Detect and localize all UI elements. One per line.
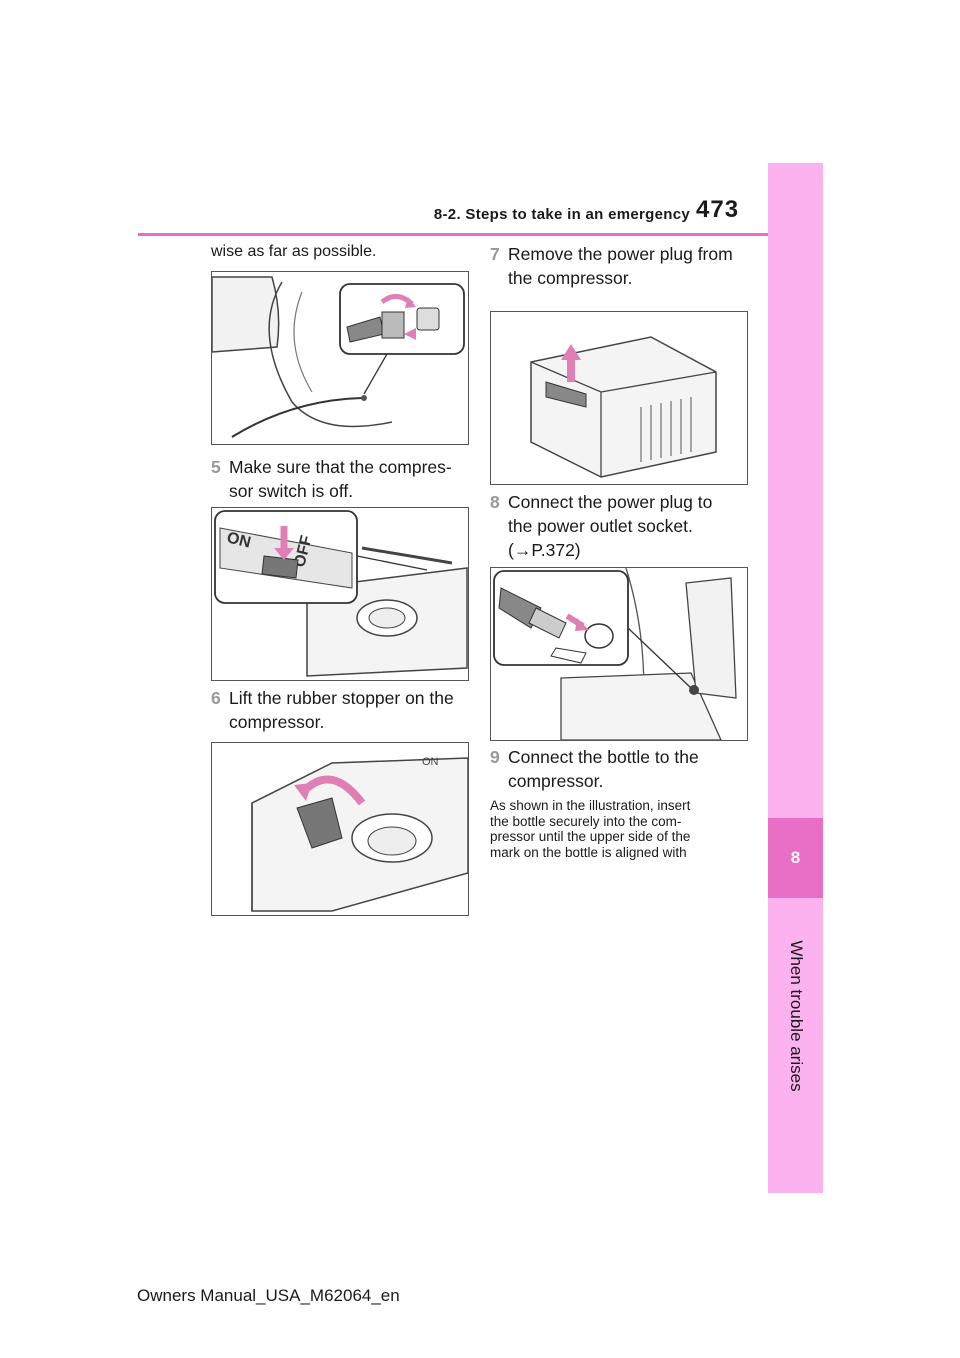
chapter-side-tab	[768, 163, 823, 1193]
step-5-line-1: Make sure that the compres-	[229, 457, 452, 477]
step-7-number: 7	[490, 244, 500, 264]
page-number: 473	[696, 196, 740, 223]
step-5-number: 5	[211, 457, 221, 477]
bottle-instruction-note: As shown in the illustration, insert the…	[490, 798, 760, 860]
step-8-number: 8	[490, 492, 500, 512]
note-line-4: mark on the bottle is aligned with	[490, 844, 687, 860]
step-6-line-2: compressor.	[229, 712, 325, 732]
step-9-line-2: compressor.	[508, 771, 604, 791]
figure-rubber-stopper: ON	[211, 742, 469, 916]
note-line-2: the bottle securely into the com-	[490, 813, 682, 829]
figure-power-outlet	[490, 567, 748, 741]
note-line-1: As shown in the illustration, insert	[490, 798, 691, 813]
step-7-line-1: Remove the power plug from	[508, 244, 733, 264]
header-divider	[138, 233, 768, 236]
figure-remove-power-plug	[490, 311, 748, 485]
note-line-3: pressor until the upper side of the	[490, 829, 691, 844]
figure-valve-connection	[211, 271, 469, 445]
chapter-number-badge: 8	[768, 818, 823, 898]
chapter-title: When trouble arises	[787, 940, 806, 1092]
step-8-line-1: Connect the power plug to	[508, 492, 713, 512]
step-7-line-2: the compressor.	[508, 268, 633, 288]
intro-text: wise as far as possible.	[211, 243, 377, 260]
page-reference-link[interactable]: (→P.372)	[508, 540, 581, 560]
step-9-line-1: Connect the bottle to the	[508, 747, 699, 767]
step-8-line-2: the power outlet socket.	[508, 516, 693, 536]
stopper-switch-label: ON	[422, 756, 439, 768]
figure-compressor-switch: ON OFF	[211, 507, 469, 681]
footer-doc-id: Owners Manual_USA_M62064_en	[137, 1286, 400, 1305]
switch-on-label: ON	[225, 529, 252, 551]
step-6-line-1: Lift the rubber stopper on the	[229, 688, 454, 708]
step-5-line-2: sor switch is off.	[229, 481, 354, 501]
section-title: 8-2. Steps to take in an emergency	[433, 206, 690, 223]
step-9-number: 9	[490, 747, 500, 767]
step-6-number: 6	[211, 688, 221, 708]
